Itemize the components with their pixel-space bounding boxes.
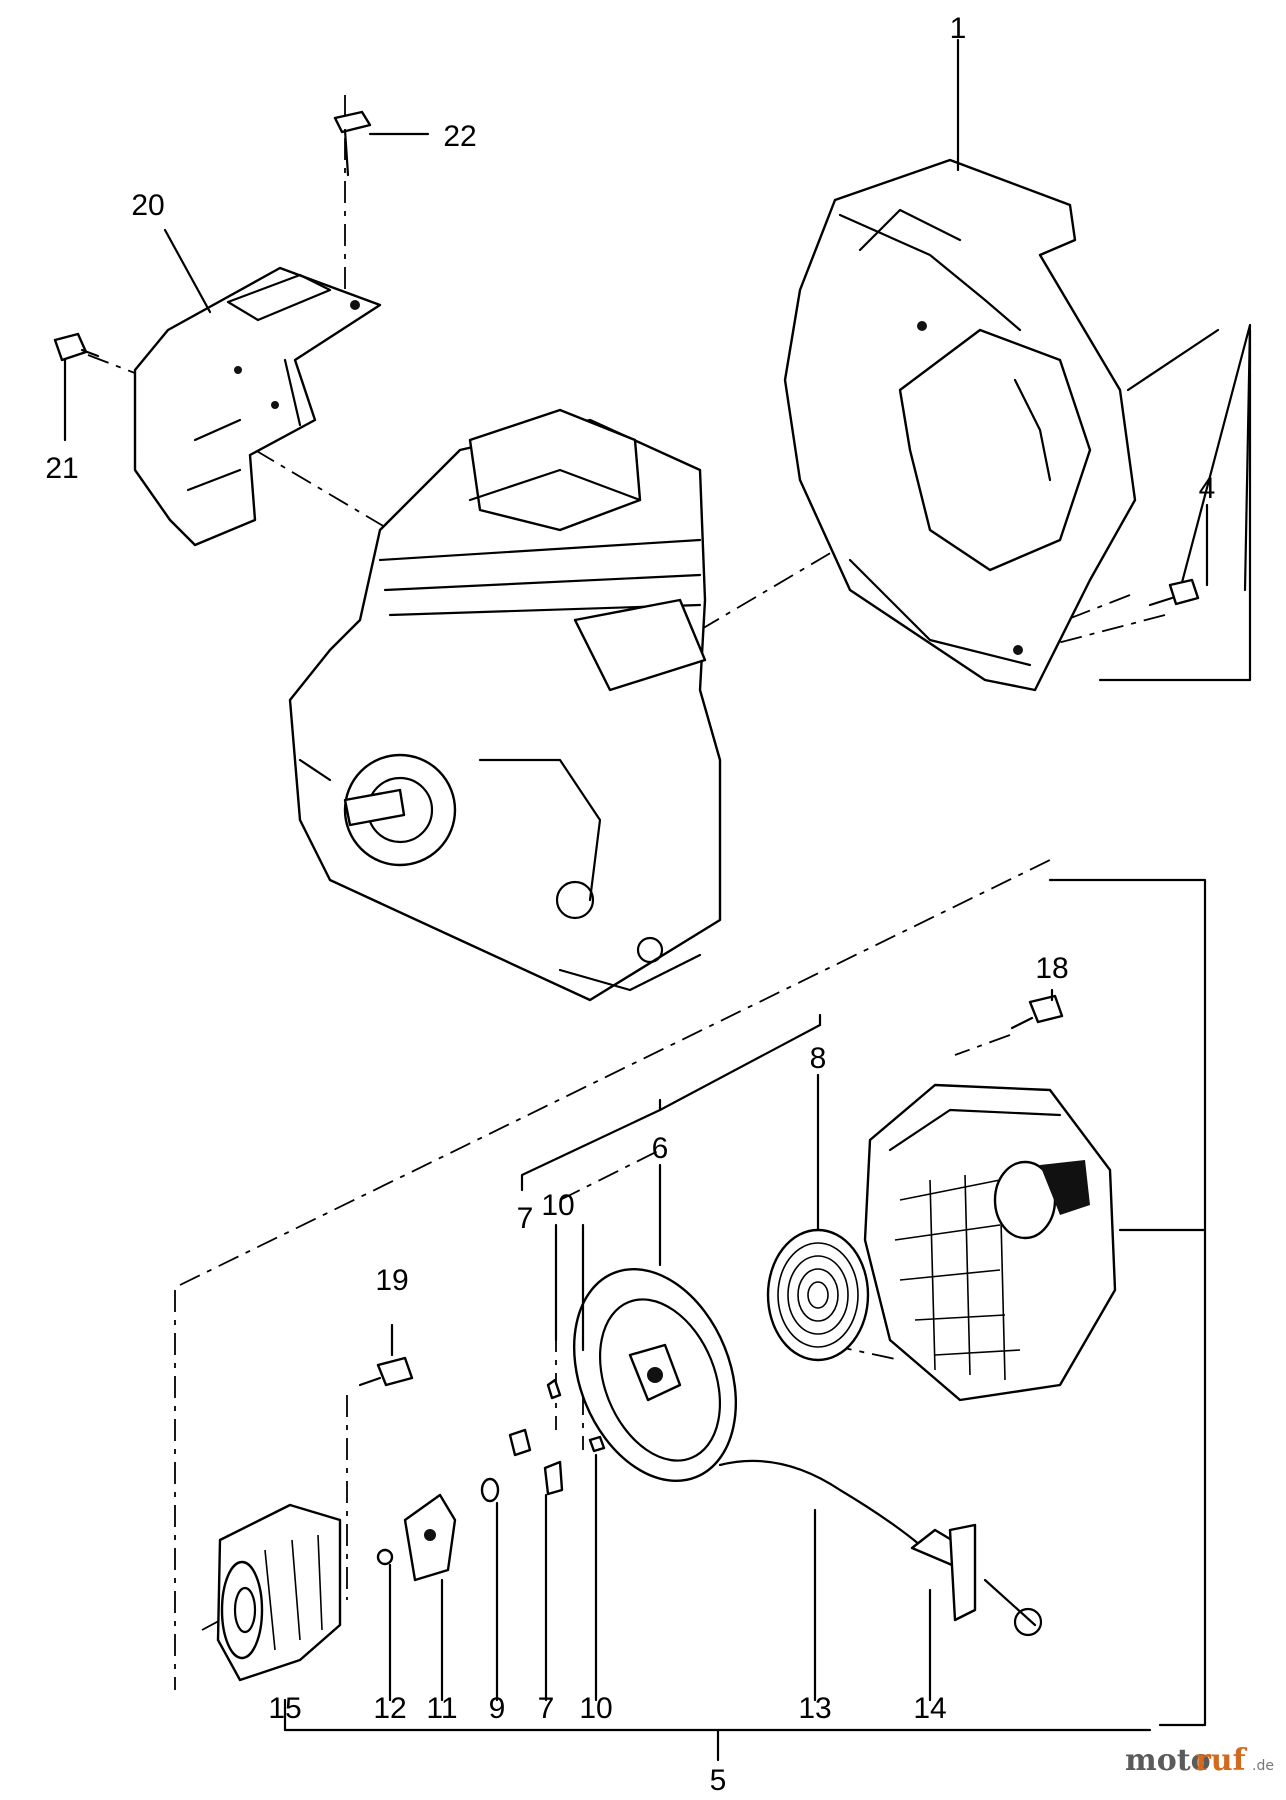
callout-7-upper: 7 (517, 1202, 534, 1235)
engine-block (288, 408, 722, 1002)
control-bracket (133, 266, 382, 547)
watermark-logo: moto ruf .de (1125, 1743, 1274, 1778)
leader-lines (63, 38, 1209, 1732)
callout-10-lower: 10 (579, 1692, 612, 1725)
callout-21: 21 (45, 452, 78, 485)
callout-10-upper: 10 (541, 1189, 574, 1222)
callout-9: 9 (489, 1692, 506, 1725)
callout-6: 6 (652, 1132, 669, 1165)
screws (53, 110, 1200, 1387)
callout-14: 14 (913, 1692, 946, 1725)
callout-5: 5 (710, 1764, 727, 1797)
callout-18: 18 (1035, 952, 1068, 985)
callout-15: 15 (268, 1692, 301, 1725)
recoil-spring (766, 1228, 870, 1362)
callout-19: 19 (375, 1264, 408, 1297)
fan-shroud (783, 158, 1137, 692)
callout-8: 8 (810, 1042, 827, 1075)
watermark-part1: moto (1125, 1743, 1211, 1778)
watermark-part2: ruf (1195, 1743, 1248, 1778)
callout-12: 12 (373, 1692, 406, 1725)
callout-1: 1 (950, 12, 967, 45)
callout-7-lower: 7 (538, 1692, 555, 1725)
callout-20: 20 (131, 189, 164, 222)
watermark-suffix: .de (1252, 1758, 1274, 1774)
callout-22: 22 (443, 120, 476, 153)
starter-rope (718, 1459, 1043, 1637)
recoil-pulley (572, 1268, 738, 1482)
callout-13: 13 (798, 1692, 831, 1725)
starter-cup (216, 1503, 342, 1682)
callout-labels: 1 4 5 6 7 7 8 9 10 10 11 12 13 14 15 18 … (45, 12, 1215, 1797)
small-parts (376, 1378, 606, 1582)
starter-case (863, 1083, 1117, 1402)
group-brackets (283, 323, 1252, 1762)
callout-4: 4 (1199, 472, 1216, 505)
callout-11: 11 (426, 1692, 457, 1725)
